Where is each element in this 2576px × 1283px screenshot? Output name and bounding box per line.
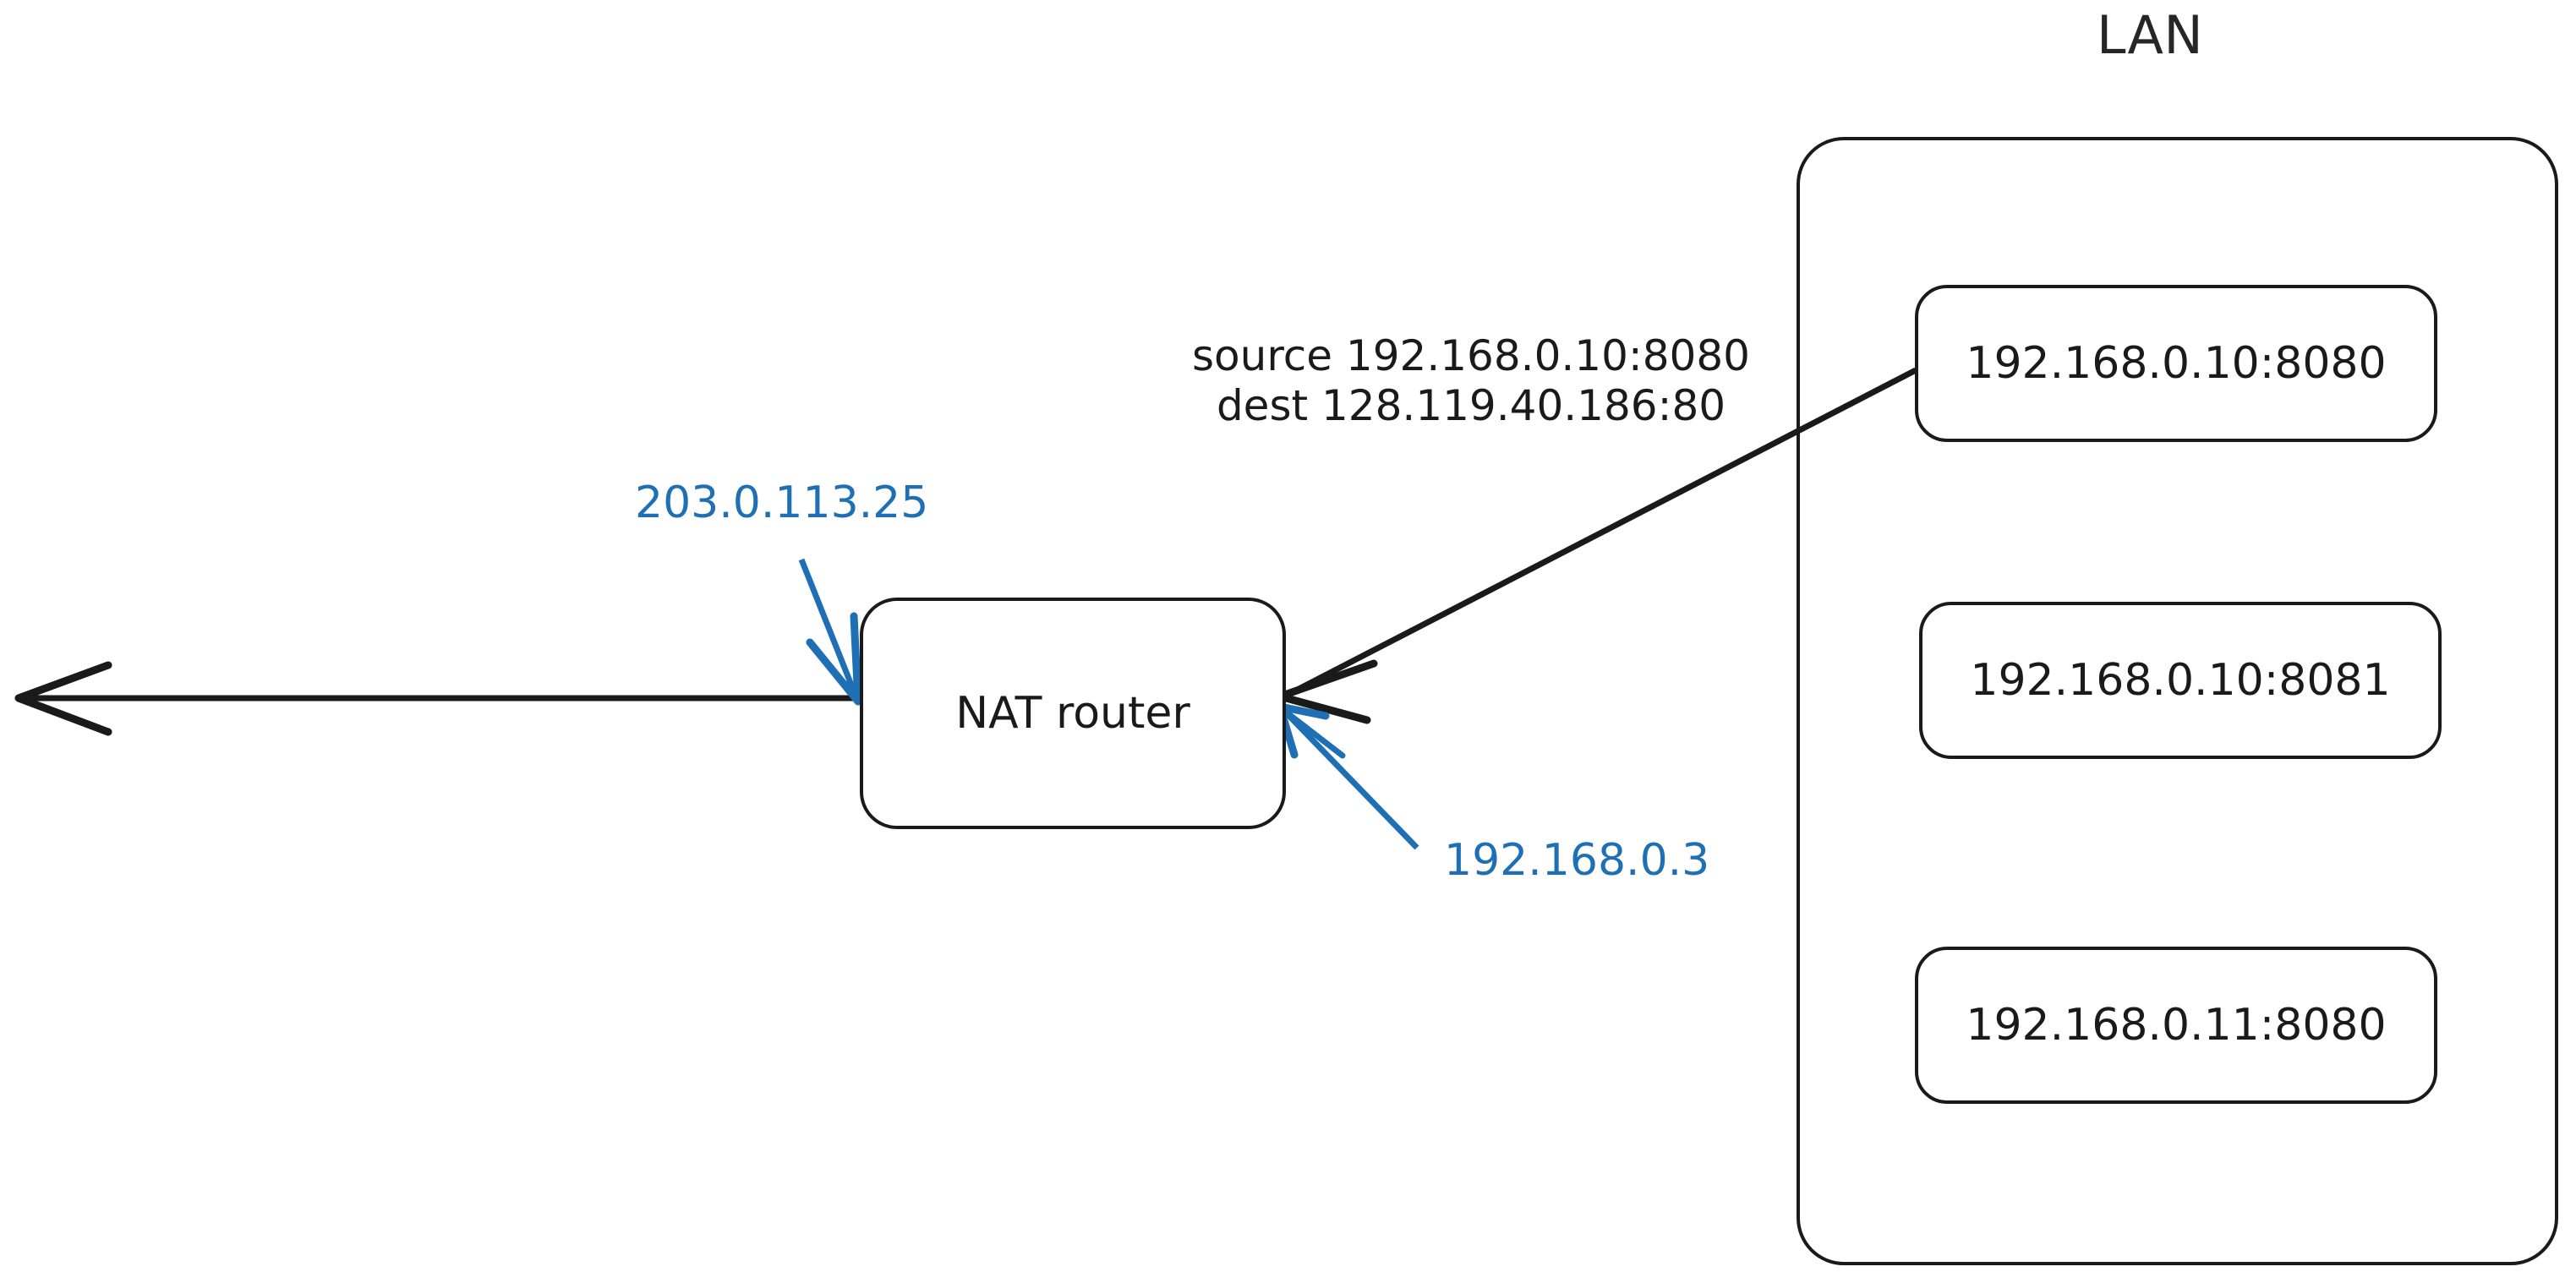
lan-host-3[interactable]: 192.168.0.11:8080 <box>1915 947 2437 1104</box>
connection-router-to-internet <box>14 661 860 736</box>
lan-host-1-label: 192.168.0.10:8080 <box>1966 338 2387 389</box>
lan-host-1[interactable]: 192.168.0.10:8080 <box>1915 285 2437 442</box>
lan-host-3-label: 192.168.0.11:8080 <box>1966 1000 2387 1051</box>
lan-title: LAN <box>2097 4 2204 66</box>
nat-router-label: NAT router <box>955 688 1190 739</box>
wan-address-label: 203.0.113.25 <box>635 478 929 528</box>
connection-lan-address-leader <box>1276 702 1419 850</box>
nat-router-node[interactable]: NAT router <box>860 598 1286 829</box>
lan-host-2-label: 192.168.0.10:8081 <box>1970 655 2391 706</box>
packet-dest-line: dest 128.119.40.186:80 <box>1216 380 1726 430</box>
packet-source-line: source 192.168.0.10:8080 <box>1191 331 1750 380</box>
packet-header-annotation: source 192.168.0.10:8080 dest 128.119.40… <box>1175 331 1767 430</box>
lan-boundary <box>1797 137 2558 1265</box>
connection-wan-address-leader <box>798 558 862 706</box>
lan-address-label: 192.168.0.3 <box>1444 835 1710 886</box>
lan-host-2[interactable]: 192.168.0.10:8081 <box>1919 602 2442 759</box>
